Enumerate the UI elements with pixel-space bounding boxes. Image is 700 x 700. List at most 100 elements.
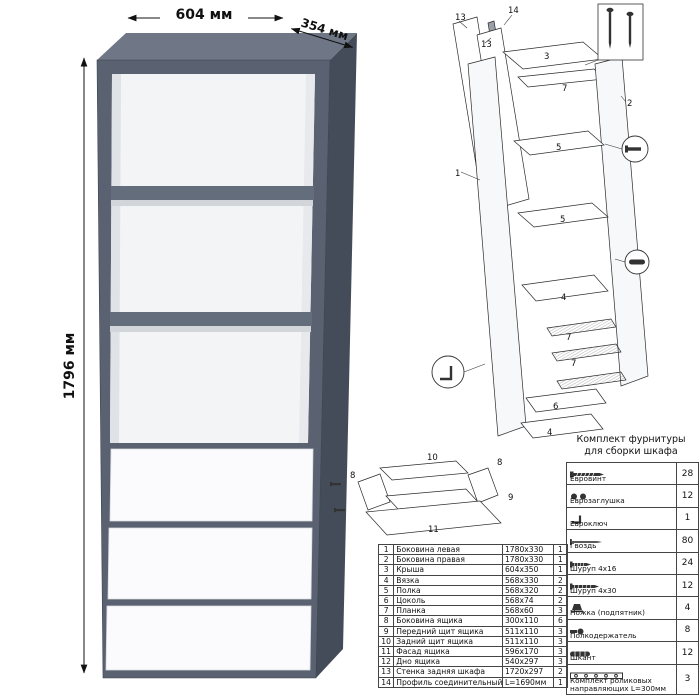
hardware-item: Шкант — [566, 641, 677, 665]
hardware-item-label: Полкодержатель — [570, 630, 637, 640]
hardware-item-qty: 8 — [676, 618, 699, 643]
part-name: Профиль соединительный — [393, 676, 503, 688]
interior-shade-right — [299, 74, 315, 443]
tie-panel-a — [521, 274, 609, 302]
part-number: 11 — [377, 646, 395, 658]
plank-top — [517, 68, 605, 88]
part-number: 5 — [377, 584, 395, 597]
hardware-item: Евровинт — [566, 461, 677, 486]
hardware-item-label: Гвоздь — [570, 541, 597, 551]
drawer-exploded: 10 8 8 9 11 — [330, 453, 513, 536]
part-number: 8 — [377, 615, 395, 627]
hardware-item: Комплект роликовых направляющих L=300мм — [566, 663, 677, 696]
part-size: 511x110 — [501, 635, 554, 648]
table-row: 6 Цоколь 568x74 2 — [377, 595, 569, 607]
drawer-label: 9 — [508, 493, 513, 503]
exploded-diagram: 13 13 14 3 7 2 5 5 1 4 7 7 6 4 — [431, 3, 650, 439]
hardware-item: Ножка (подпятник) — [566, 596, 677, 620]
exploded-label: 13 — [455, 13, 466, 23]
dimension-width: 604 мм — [127, 6, 284, 23]
table-row: Ножка (подпятник) 4 — [566, 596, 699, 620]
drawers — [105, 448, 314, 671]
part-number: 13 — [377, 666, 395, 678]
screwlong-icon — [570, 576, 674, 590]
table-row: 1 Боковина левая 1780x330 1 — [377, 543, 569, 556]
cabinet-interior — [110, 74, 315, 443]
drawer-rail-1 — [546, 318, 617, 337]
cap-icon — [570, 486, 674, 500]
drawer-front-2 — [107, 527, 313, 600]
hardware-item: Еврозаглушка — [566, 484, 677, 508]
dimension-height: 1796 мм — [62, 57, 88, 674]
part-size: 568x60 — [501, 605, 554, 617]
part-number: 9 — [377, 625, 395, 637]
table-row: 13 Стенка задняя шкафа 1720x297 2 — [377, 666, 569, 678]
parts-table-body: 1 Боковина левая 1780x330 1 2 Боковина п… — [377, 543, 569, 688]
part-number: 10 — [377, 635, 395, 648]
hardware-item-qty: 4 — [676, 596, 699, 620]
hardware-item: Шуруп 4x16 — [566, 551, 677, 575]
part-name: Передний щит ящика — [393, 625, 503, 637]
cabinet-side-face — [316, 33, 357, 678]
hardware-item-qty: 80 — [676, 529, 699, 553]
table-row: 2 Боковина правая 1780x330 1 — [377, 554, 569, 566]
part-name: Планка — [393, 605, 503, 617]
drawer-label: 11 — [428, 525, 439, 535]
table-row: 8 Боковина ящика 300x110 6 — [377, 615, 569, 627]
part-size: 1780x330 — [501, 554, 554, 566]
part-number: 1 — [377, 543, 395, 556]
table-row: 11 Фасад ящика 596x170 3 — [377, 646, 569, 658]
drawer-front-1 — [109, 448, 314, 522]
part-name: Цоколь — [393, 595, 503, 607]
table-row: 3 Крыша 604x350 1 — [377, 564, 569, 576]
table-row: Евровинт 28 — [566, 461, 699, 486]
cabinet-body — [96, 33, 357, 679]
hardware-item-label: Комплект роликовых направляющих L=300мм — [570, 675, 666, 693]
part-name: Боковина левая — [393, 543, 503, 556]
hardware-kit-title-line1: Комплект фурнитуры — [576, 434, 686, 445]
hardware-table: Евровинт 28 Еврозаглушка 12 Евроключ — [566, 461, 699, 696]
drawer-side-left — [357, 473, 391, 511]
hardware-item-label: Еврозаглушка — [570, 496, 625, 506]
part-name: Дно ящика — [393, 656, 503, 668]
hexkey-icon — [440, 366, 453, 381]
hardware-item-qty: 12 — [676, 641, 699, 665]
table-row: Гвоздь 80 — [566, 529, 699, 553]
part-name: Крыша — [393, 564, 503, 576]
part-size: L=1690мм — [501, 676, 554, 688]
table-row: Шуруп 4x16 24 — [566, 551, 699, 575]
exploded-label: 7 — [566, 333, 571, 343]
part-number: 3 — [377, 564, 395, 576]
part-name: Стенка задняя шкафа — [393, 666, 503, 678]
exploded-label: 2 — [627, 99, 632, 109]
part-name: Задний щит ящика — [393, 635, 503, 648]
exploded-label: 4 — [547, 428, 552, 438]
hardware-item: Евроключ — [566, 506, 677, 531]
left-side-panel — [467, 56, 527, 437]
table-row: Евроключ 1 — [566, 506, 699, 531]
exploded-label: 5 — [560, 215, 565, 225]
eurobolt-detail-callout — [604, 135, 649, 163]
cabinet-render: 604 мм 354 мм 1796 мм — [62, 6, 357, 679]
roof-panel — [502, 41, 604, 70]
hardware-item: Полкодержатель — [566, 618, 677, 643]
hardware-item-qty: 24 — [676, 551, 699, 575]
nail-icon — [570, 531, 674, 546]
drawer-front-3 — [105, 605, 312, 671]
hardware-item-label: Евровинт — [570, 474, 607, 483]
table-row: Полкодержатель 8 — [566, 618, 699, 643]
part-number: 14 — [377, 676, 395, 688]
exploded-label: 4 — [561, 293, 566, 303]
part-name: Фасад ящика — [393, 646, 503, 658]
table-row: 14 Профиль соединительный L=1690мм 1 — [377, 676, 569, 688]
shelfpin-icon — [570, 621, 674, 635]
exploded-label: 3 — [544, 52, 549, 62]
part-size: 300x110 — [501, 615, 554, 627]
foot-icon — [570, 598, 674, 613]
tie-panel-b — [520, 413, 604, 439]
part-size: 604x350 — [501, 564, 554, 576]
part-size: 568x74 — [501, 595, 554, 607]
hardware-item-qty: 12 — [676, 573, 699, 598]
width-dimension-label: 604 мм — [176, 7, 233, 23]
